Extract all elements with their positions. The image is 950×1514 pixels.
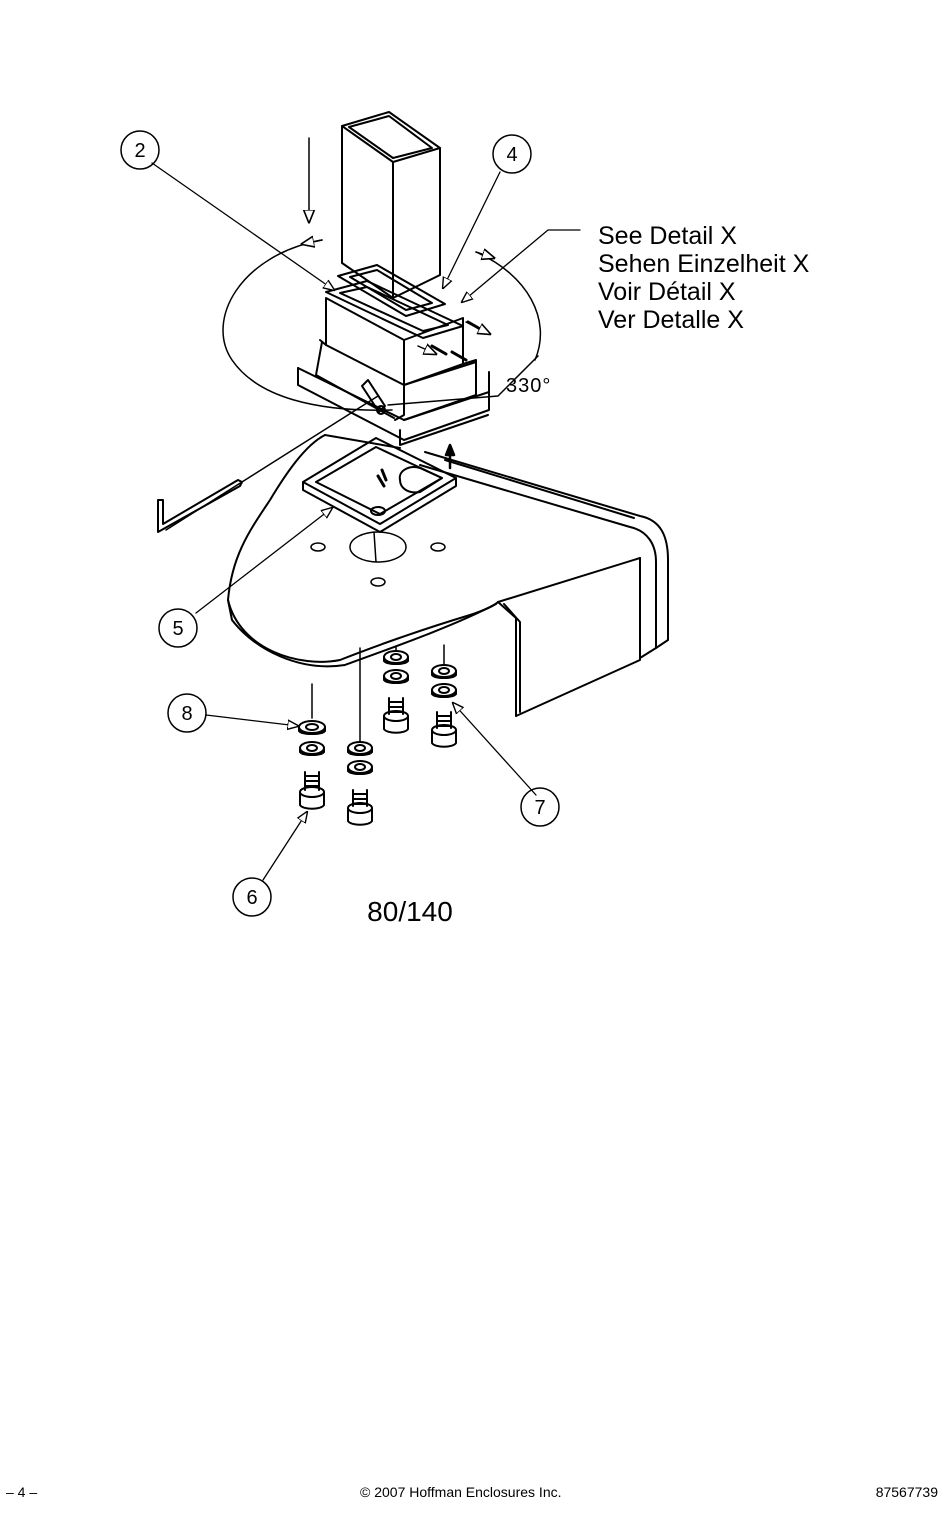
svg-text:2: 2 bbox=[134, 140, 145, 162]
svg-text:Sehen Einzelheit X: Sehen Einzelheit X bbox=[598, 250, 810, 278]
lift-arrow bbox=[444, 443, 456, 470]
hex-key bbox=[157, 479, 243, 533]
model-label: 80/140 bbox=[367, 896, 453, 927]
document-number: 87567739 bbox=[875, 1484, 938, 1500]
svg-text:Ver Detalle X: Ver Detalle X bbox=[598, 306, 744, 334]
callout-8: 8 bbox=[167, 693, 207, 733]
svg-text:5: 5 bbox=[172, 618, 183, 640]
gasket-top bbox=[337, 264, 446, 317]
hardware bbox=[298, 644, 457, 826]
base-plate bbox=[302, 437, 457, 533]
page-number: – 4 – bbox=[6, 1484, 38, 1500]
svg-text:See Detail X: See Detail X bbox=[598, 222, 737, 250]
rotation-path bbox=[222, 240, 542, 411]
callout-6: 6 bbox=[232, 877, 272, 917]
locking-lever bbox=[361, 379, 386, 415]
svg-text:8: 8 bbox=[181, 703, 192, 725]
svg-text:6: 6 bbox=[246, 887, 257, 909]
callout-4: 4 bbox=[492, 134, 532, 174]
svg-text:Voir Détail X: Voir Détail X bbox=[598, 278, 736, 306]
base-holes bbox=[310, 531, 446, 587]
mounting-base bbox=[227, 434, 669, 717]
callout-5: 5 bbox=[158, 608, 198, 648]
callout-2: 2 bbox=[120, 130, 160, 170]
detail-reference: See Detail X Sehen Einzelheit X Voir Dét… bbox=[598, 222, 810, 334]
rotation-angle-label: 330° bbox=[506, 375, 551, 397]
svg-text:7: 7 bbox=[534, 797, 545, 819]
adapter-housing bbox=[297, 297, 490, 446]
svg-text:4: 4 bbox=[506, 144, 517, 166]
copyright-notice: © 2007 Hoffman Enclosures Inc. bbox=[360, 1484, 562, 1500]
callout-7: 7 bbox=[520, 787, 560, 827]
assembly-diagram: 2 4 5 6 7 8 See Detail X Sehen Einzelhei… bbox=[120, 111, 810, 927]
